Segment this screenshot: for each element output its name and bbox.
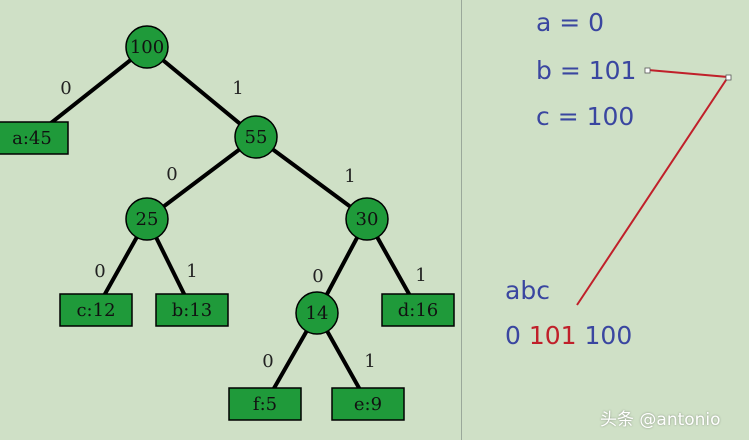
edge-bit-label: 0 (166, 164, 177, 185)
tree-node-100 (125, 25, 169, 69)
tree-node-label: 30 (356, 209, 379, 230)
edge-bit-label: 1 (344, 166, 355, 187)
edge-bit-label: 0 (94, 261, 105, 282)
connector-handle-start (644, 67, 651, 74)
edge-bit-label: 1 (415, 265, 426, 286)
code-b: b = 101 (536, 56, 637, 85)
leaf-node-a (0, 121, 69, 155)
leaf-node-label: c:12 (76, 300, 115, 321)
code-a: a = 0 (536, 8, 605, 37)
leaf-node-d (381, 293, 455, 327)
leaf-node-label: d:16 (398, 300, 439, 321)
tree-node-25 (125, 197, 169, 241)
leaf-node-label: b:13 (172, 300, 213, 321)
leaf-node-label: a:45 (12, 128, 52, 149)
tree-edge-n55-n30 (254, 135, 369, 221)
leaf-node-f (228, 387, 302, 421)
tree-node-label: 100 (130, 37, 164, 58)
tree-node-label: 25 (136, 209, 159, 230)
encoded-bits-a: 0 (505, 321, 521, 350)
connector-handle-bend (725, 74, 732, 81)
edge-bit-label: 0 (312, 266, 323, 287)
encoded-bits-c: 100 (584, 321, 633, 350)
tree-node-30 (345, 197, 389, 241)
encoded-word: abc (505, 276, 550, 305)
edge-bit-label: 0 (262, 351, 273, 372)
edge-bit-label: 1 (186, 261, 197, 282)
watermark: 头条 @antonio (600, 410, 721, 430)
encoded-bits: 0 101 100 (505, 321, 632, 350)
leaf-node-label: f:5 (253, 394, 277, 415)
tree-edge-n55-n25 (145, 135, 258, 221)
tree-edge-n100-n55 (145, 45, 258, 139)
panel-divider (461, 0, 462, 440)
code-c: c = 100 (536, 102, 635, 131)
tree-node-label: 14 (306, 303, 329, 324)
encoded-bits-b: 101 (528, 321, 577, 350)
edge-bit-label: 0 (60, 78, 71, 99)
leaf-node-b (155, 293, 229, 327)
leaf-node-c (59, 293, 133, 327)
leaf-node-e (331, 387, 405, 421)
tree-node-14 (295, 291, 339, 335)
tree-node-55 (234, 115, 278, 159)
edge-bit-label: 1 (364, 351, 375, 372)
edge-bit-label: 1 (232, 78, 243, 99)
tree-node-label: 55 (245, 127, 268, 148)
leaf-node-label: e:9 (354, 394, 382, 415)
